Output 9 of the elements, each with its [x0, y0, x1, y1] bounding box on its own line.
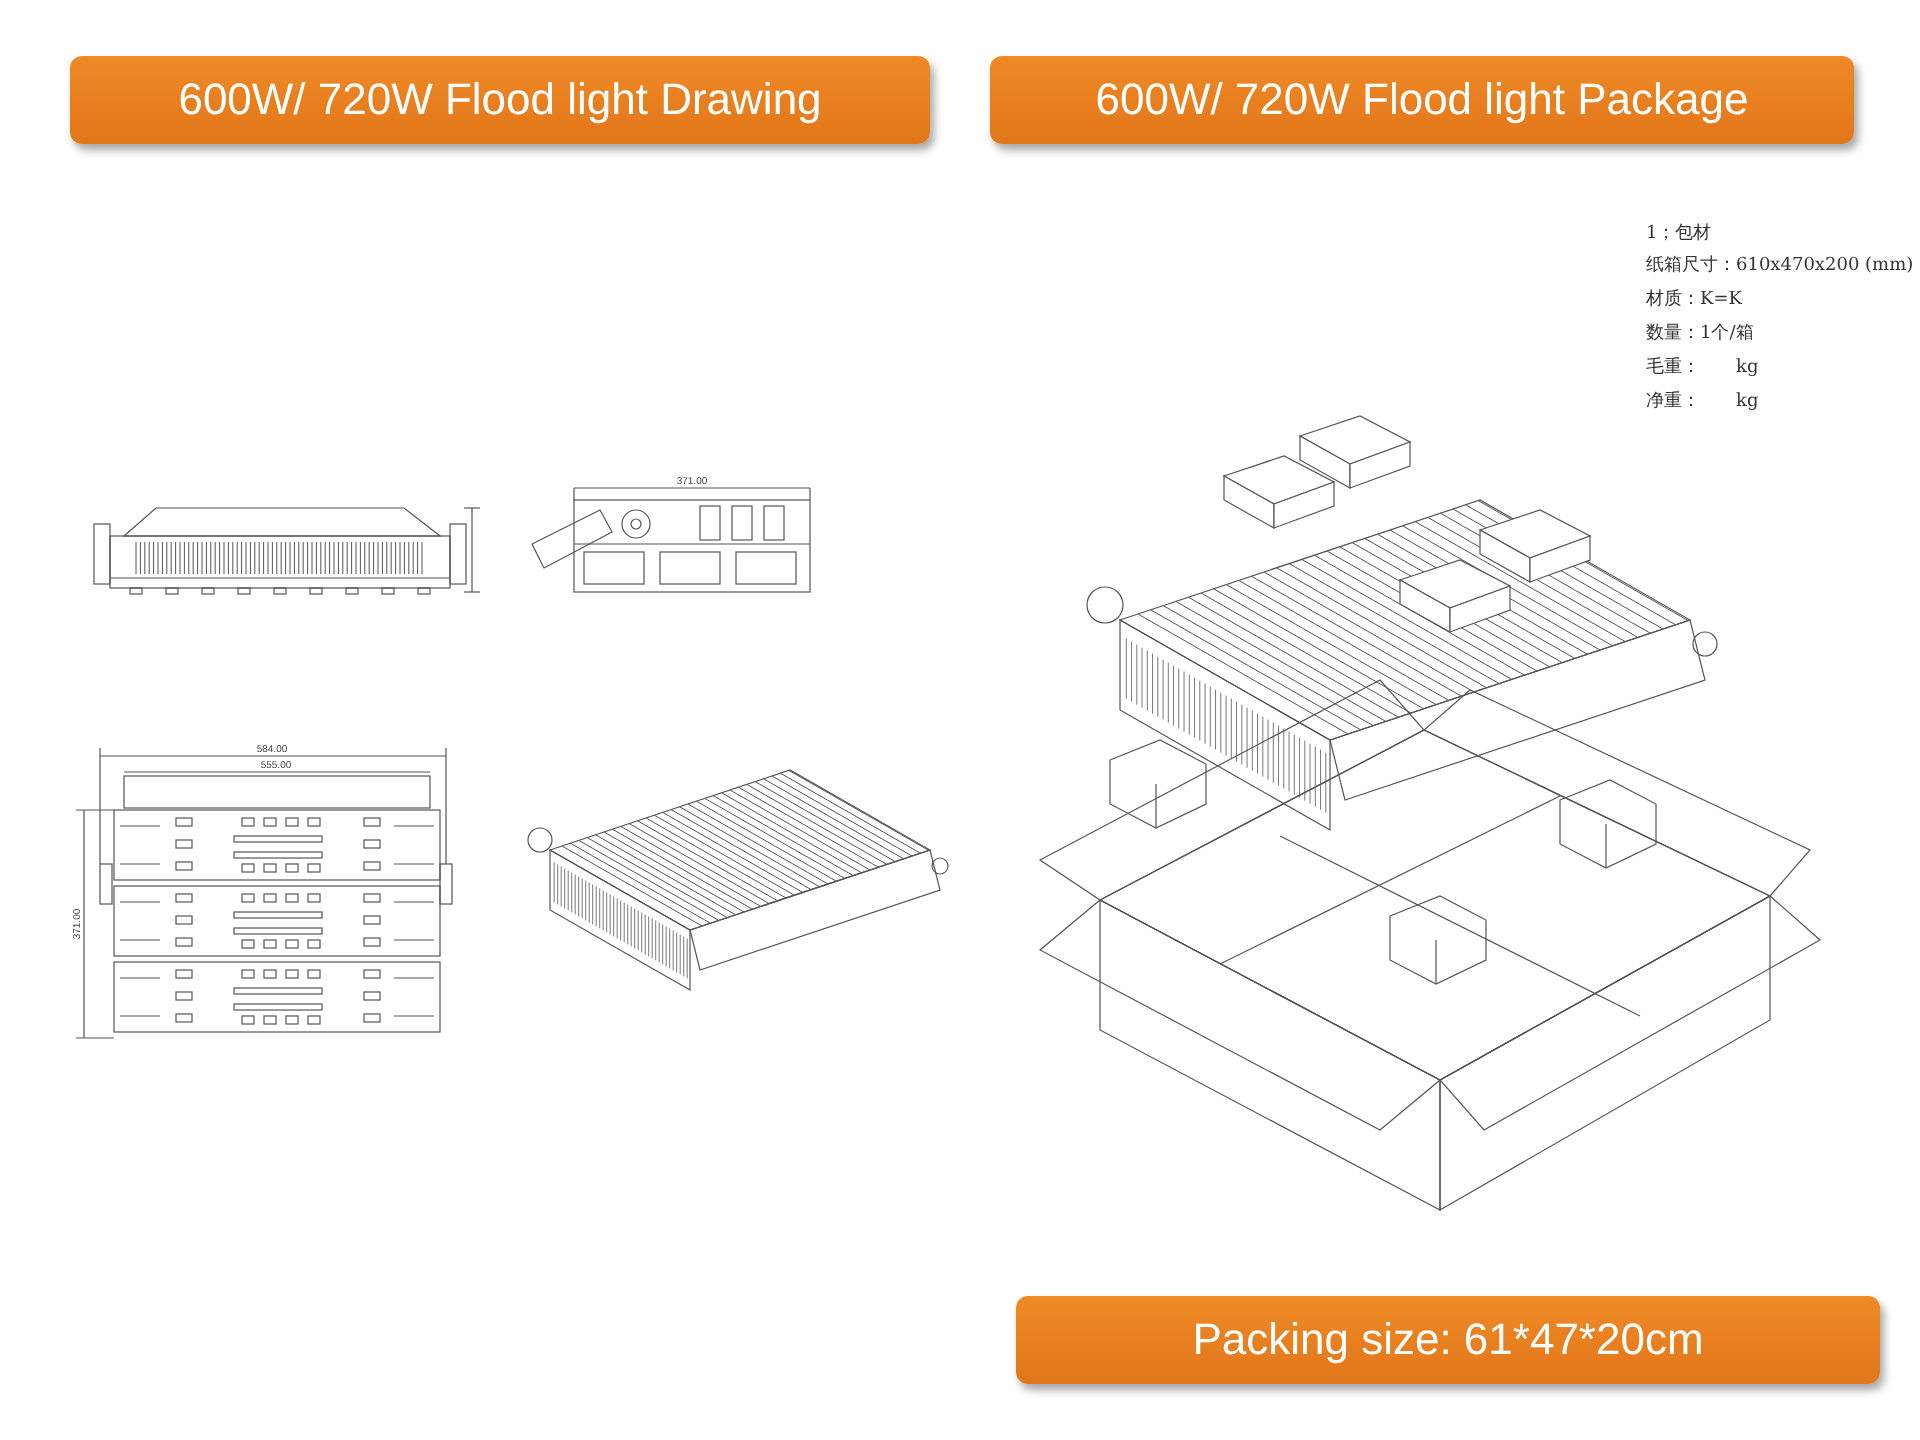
packing-note: 数量：1个/箱 — [1646, 324, 1754, 346]
packing-note: 材质：K=K — [1646, 290, 1742, 312]
title-banner: 600W/ 720W Flood light Drawing — [70, 56, 930, 144]
packing-note: 纸箱尺寸：610x470x200 (mm) — [1646, 256, 1914, 278]
title-banner: 600W/ 720W Flood light Package — [990, 56, 1854, 144]
packing-note: 毛重： kg — [1646, 358, 1759, 380]
title-banner: Packing size: 61*47*20cm — [1016, 1296, 1880, 1384]
packing-note: 净重： kg — [1646, 392, 1759, 414]
packing-note: 1；包材 — [1646, 224, 1712, 246]
